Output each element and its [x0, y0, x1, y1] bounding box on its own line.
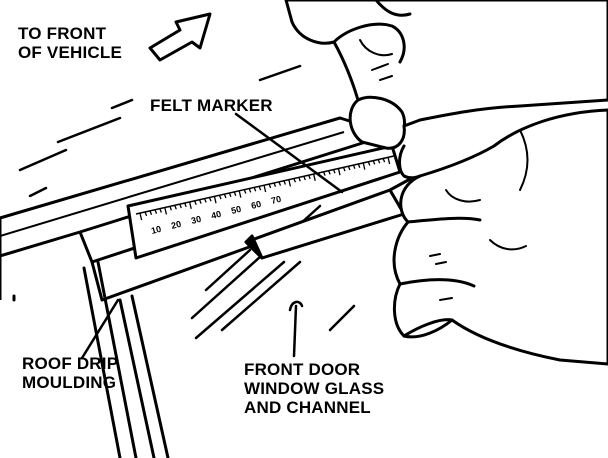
ruler-tick	[238, 190, 242, 198]
roof-drip-moulding-label: ROOF DRIP MOULDING	[22, 354, 118, 392]
ruler-tick	[293, 178, 297, 183]
ruler-tick	[387, 156, 391, 165]
upper-hand	[284, 0, 608, 150]
front-door-window-glass-label-line: AND CHANNEL	[244, 398, 371, 417]
window-glass-hatching	[190, 204, 356, 340]
front-door-window-glass-label-line: FRONT DOOR	[244, 360, 361, 379]
ruler-tick	[273, 182, 277, 188]
ruler-scale-label: 70	[270, 194, 282, 206]
ruler-tick	[347, 165, 351, 171]
door-window-channel	[12, 260, 170, 458]
ruler-tick-marks	[139, 156, 391, 221]
front-door-window-glass-label: FRONT DOOR WINDOW GLASS AND CHANNEL	[244, 360, 384, 417]
ruler-tick	[213, 196, 217, 204]
direction-arrow-icon	[148, 12, 212, 62]
ruler-tick	[179, 203, 182, 209]
ruler-tick	[174, 204, 177, 210]
ruler-tick	[337, 168, 341, 176]
ruler-tick	[193, 200, 197, 205]
ruler-tick	[248, 188, 252, 193]
ruler-scale-label: 40	[210, 209, 222, 221]
felt-marker-label-text: FELT MARKER	[150, 96, 273, 115]
ruler-scale-label: 60	[250, 199, 262, 211]
ruler-tick	[223, 193, 227, 199]
ruler-scale-label: 30	[190, 214, 202, 226]
ruler-scale-label: 50	[230, 204, 242, 216]
roof-drip-moulding-label-line: ROOF DRIP	[22, 354, 119, 373]
ruler-scale-labels: 10 20 30 40 50 60 70	[150, 194, 282, 236]
ruler-tick	[218, 194, 222, 200]
ruler-tick	[253, 186, 257, 192]
ruler-tick	[243, 189, 247, 194]
ruler-tick	[188, 201, 192, 209]
ruler-tick	[322, 171, 326, 176]
ruler-tick	[382, 157, 386, 163]
ruler-tick	[283, 180, 287, 185]
ruler-tick	[164, 207, 168, 215]
ruler-tick	[263, 184, 267, 193]
ruler-scale-label: 10	[150, 224, 162, 236]
ruler-tick	[288, 179, 292, 187]
ruler-tick	[278, 181, 282, 186]
ruler-scale-label: 20	[170, 219, 182, 231]
ruler-tick	[228, 192, 232, 198]
ruler-tick	[149, 210, 153, 216]
leader-roof-drip	[80, 298, 120, 360]
ruler-tick	[352, 164, 356, 170]
ruler-tick	[362, 162, 366, 170]
ruler-tick	[298, 176, 301, 182]
ruler-tick	[332, 169, 336, 174]
leader-lines	[80, 112, 344, 360]
roof-drip-moulding-label-line: MOULDING	[22, 373, 117, 392]
ruler-tick	[169, 206, 173, 211]
front-of-vehicle-label-line: OF VEHICLE	[18, 43, 123, 62]
ruler-tick	[367, 161, 371, 166]
ruler-tick	[377, 158, 381, 164]
ruler-tick	[357, 163, 361, 168]
ruler-tick	[258, 185, 262, 191]
front-door-window-glass-label-line: WINDOW GLASS	[244, 379, 385, 398]
ruler-tick	[307, 174, 311, 180]
front-of-vehicle-label-line: TO FRONT	[18, 24, 107, 43]
leader-felt-marker	[234, 112, 344, 194]
front-of-vehicle-label: TO FRONT OF VEHICLE	[18, 24, 122, 62]
ruler-tick	[208, 197, 212, 202]
felt-marker-label: FELT MARKER	[150, 96, 273, 115]
ruler-tick	[183, 202, 187, 208]
lower-hand	[392, 108, 608, 366]
ruler-tick	[198, 199, 202, 204]
ruler-tick	[233, 191, 237, 196]
leader-door-glass	[292, 304, 298, 358]
ruler-tick	[327, 170, 331, 175]
leader-door-glass-hook	[288, 300, 304, 312]
ruler-tick	[312, 173, 316, 181]
ruler-tick	[139, 212, 143, 221]
glass-reflection-lines	[18, 64, 302, 198]
ruler-tick	[203, 198, 207, 203]
ruler-tick	[154, 209, 158, 214]
ruler-tick	[144, 211, 148, 217]
ruler-tick	[159, 208, 163, 213]
ruler-tick	[342, 166, 346, 172]
ruler-tick	[303, 175, 306, 181]
ruler-tick	[372, 160, 376, 165]
ruler-tick	[268, 183, 272, 189]
